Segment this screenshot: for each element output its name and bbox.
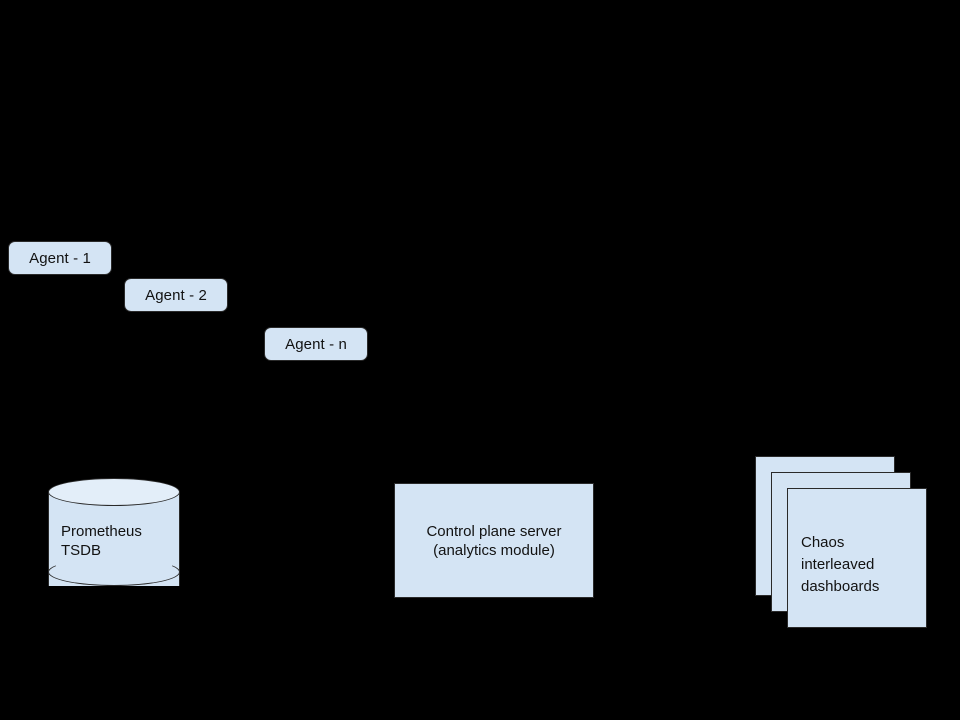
database-icon bbox=[48, 478, 180, 506]
dashboards-line-1: Chaos bbox=[801, 534, 845, 551]
control-plane-server-line-2: (analytics module) bbox=[433, 541, 555, 559]
node-control-plane-server-label: Control plane server (analytics module) bbox=[426, 522, 561, 560]
node-agent-n-label: Agent - n bbox=[285, 335, 347, 353]
node-chaos-interleaved-dashboards-label: Chaos interleaved dashboards bbox=[801, 532, 879, 598]
control-plane-server-line-1: Control plane server bbox=[426, 522, 562, 540]
node-agent-1[interactable]: Agent - 1 bbox=[8, 241, 112, 275]
node-agent-2-label: Agent - 2 bbox=[145, 286, 207, 304]
node-chaos-interleaved-dashboards[interactable]: Chaos interleaved dashboards bbox=[755, 456, 927, 628]
prometheus-tsdb-line-2: TSDB bbox=[61, 542, 102, 559]
node-agent-1-label: Agent - 1 bbox=[29, 249, 91, 267]
dashboards-line-3: dashboards bbox=[801, 578, 880, 595]
node-agent-2[interactable]: Agent - 2 bbox=[124, 278, 228, 312]
dashboards-line-2: interleaved bbox=[801, 556, 875, 573]
cylinder-bottom-shape bbox=[48, 558, 180, 586]
node-control-plane-server[interactable]: Control plane server (analytics module) bbox=[394, 483, 594, 598]
dashboard-card-front[interactable]: Chaos interleaved dashboards bbox=[787, 488, 927, 628]
node-prometheus-tsdb[interactable]: Prometheus TSDB bbox=[48, 478, 180, 600]
prometheus-tsdb-line-1: Prometheus bbox=[61, 523, 142, 540]
node-agent-n[interactable]: Agent - n bbox=[264, 327, 368, 361]
node-prometheus-tsdb-label: Prometheus TSDB bbox=[48, 522, 180, 560]
